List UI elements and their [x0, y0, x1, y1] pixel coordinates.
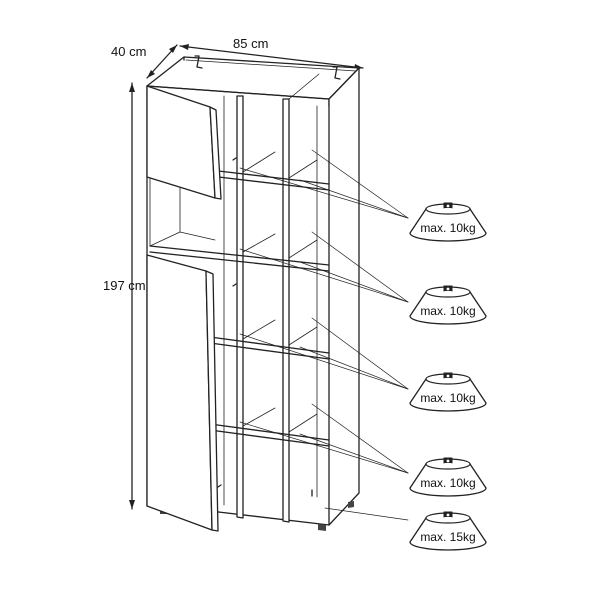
weight-label: max. 10kg: [420, 476, 475, 490]
leader-lines: [239, 149, 409, 521]
weight-1: max. 10kg: [409, 202, 487, 242]
weight-icon: [409, 291, 487, 325]
width-label: 85 cm: [233, 36, 268, 51]
lower-door: [146, 254, 219, 532]
depth-dimension: 40 cm: [111, 44, 178, 79]
height-label: 197 cm: [103, 278, 146, 293]
wall-bracket-right: [332, 66, 341, 80]
shelf-1: [209, 151, 330, 191]
weight-3: max. 10kg: [409, 372, 487, 412]
height-dimension: 197 cm: [103, 82, 146, 510]
weight-icon: [409, 378, 487, 412]
wall-bracket-left: [194, 55, 203, 69]
shelf-4: [209, 407, 330, 447]
shelf-3: [209, 319, 330, 360]
weight-label: max. 10kg: [420, 304, 475, 318]
weight-label: max. 10kg: [420, 221, 475, 235]
weight-5: max. 15kg: [409, 511, 487, 551]
weight-indicators: max. 10kg max. 10kg max. 10kg max. 10kg max.…: [409, 202, 487, 551]
weight-icon: [409, 208, 487, 242]
weight-label: max. 10kg: [420, 391, 475, 405]
weight-4: max. 10kg: [409, 457, 487, 497]
weight-icon: [409, 517, 487, 551]
depth-label: 40 cm: [111, 44, 146, 59]
weight-2: max. 10kg: [409, 285, 487, 325]
weight-icon: [409, 463, 487, 497]
width-dimension: 85 cm: [179, 36, 364, 70]
upper-door: [146, 85, 222, 200]
weight-label: max. 15kg: [420, 530, 475, 544]
